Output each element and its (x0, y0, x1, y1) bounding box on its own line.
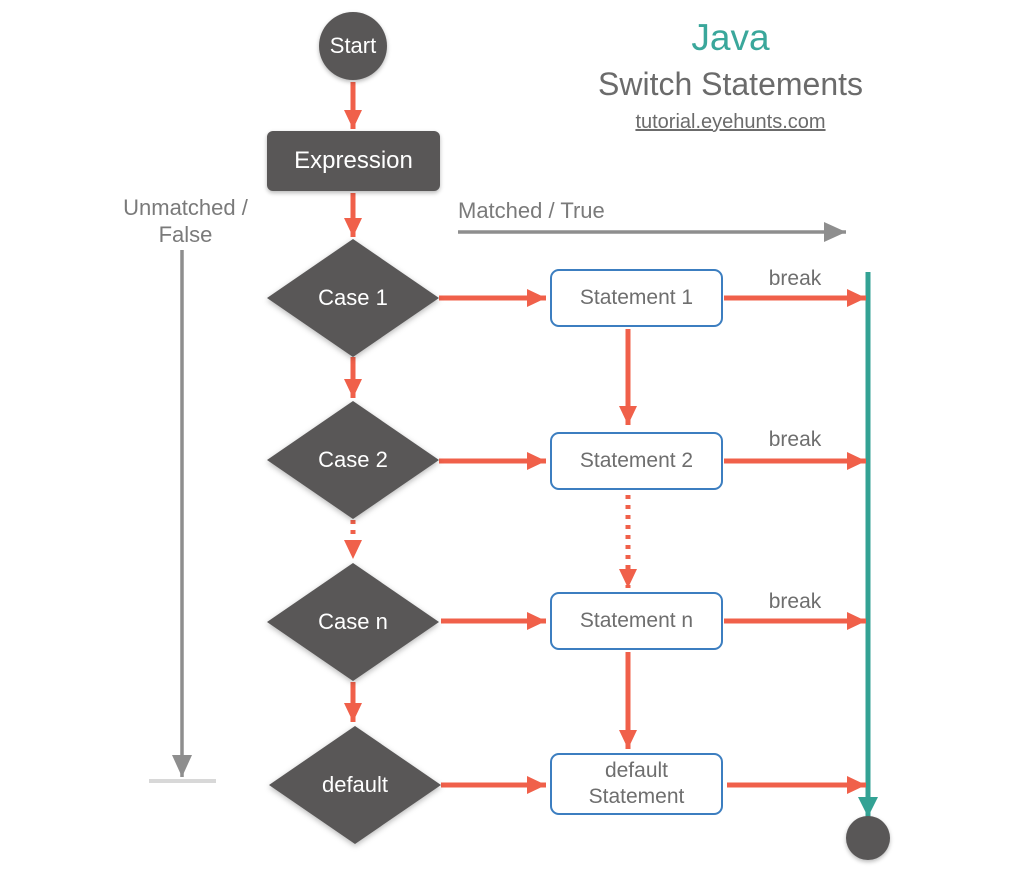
case-2-label: Case 2 (267, 401, 439, 519)
title-block: Java Switch Statements tutorial.eyehunts… (558, 17, 903, 134)
start-terminator: Start (319, 12, 387, 80)
default-diamond: default (269, 726, 441, 844)
case-2-diamond: Case 2 (267, 401, 439, 519)
statement-n-box: Statement n (550, 592, 723, 650)
case-n-diamond: Case n (267, 563, 439, 681)
break-label-2: break (768, 428, 822, 451)
site-link[interactable]: tutorial.eyehunts.com (635, 110, 826, 133)
break-label-1: break (768, 267, 822, 290)
statement-1-box: Statement 1 (550, 269, 723, 327)
default-statement-box: default Statement (550, 753, 723, 815)
brand-title: Java (691, 17, 770, 58)
statement-2-box: Statement 2 (550, 432, 723, 490)
break-label-3: break (768, 590, 822, 613)
unmatched-label-line1: Unmatched / (123, 195, 248, 220)
end-terminator (846, 816, 890, 860)
expression-box: Expression (267, 131, 440, 191)
unmatched-label-line2: False (158, 221, 213, 247)
case-1-diamond: Case 1 (267, 239, 439, 357)
default-label: default (269, 726, 441, 844)
unmatched-false-label: Unmatched / False (103, 195, 268, 249)
case-1-label: Case 1 (267, 239, 439, 357)
matched-true-label: Matched / True (458, 198, 605, 223)
page-title: Switch Statements (598, 65, 863, 102)
case-n-label: Case n (267, 563, 439, 681)
